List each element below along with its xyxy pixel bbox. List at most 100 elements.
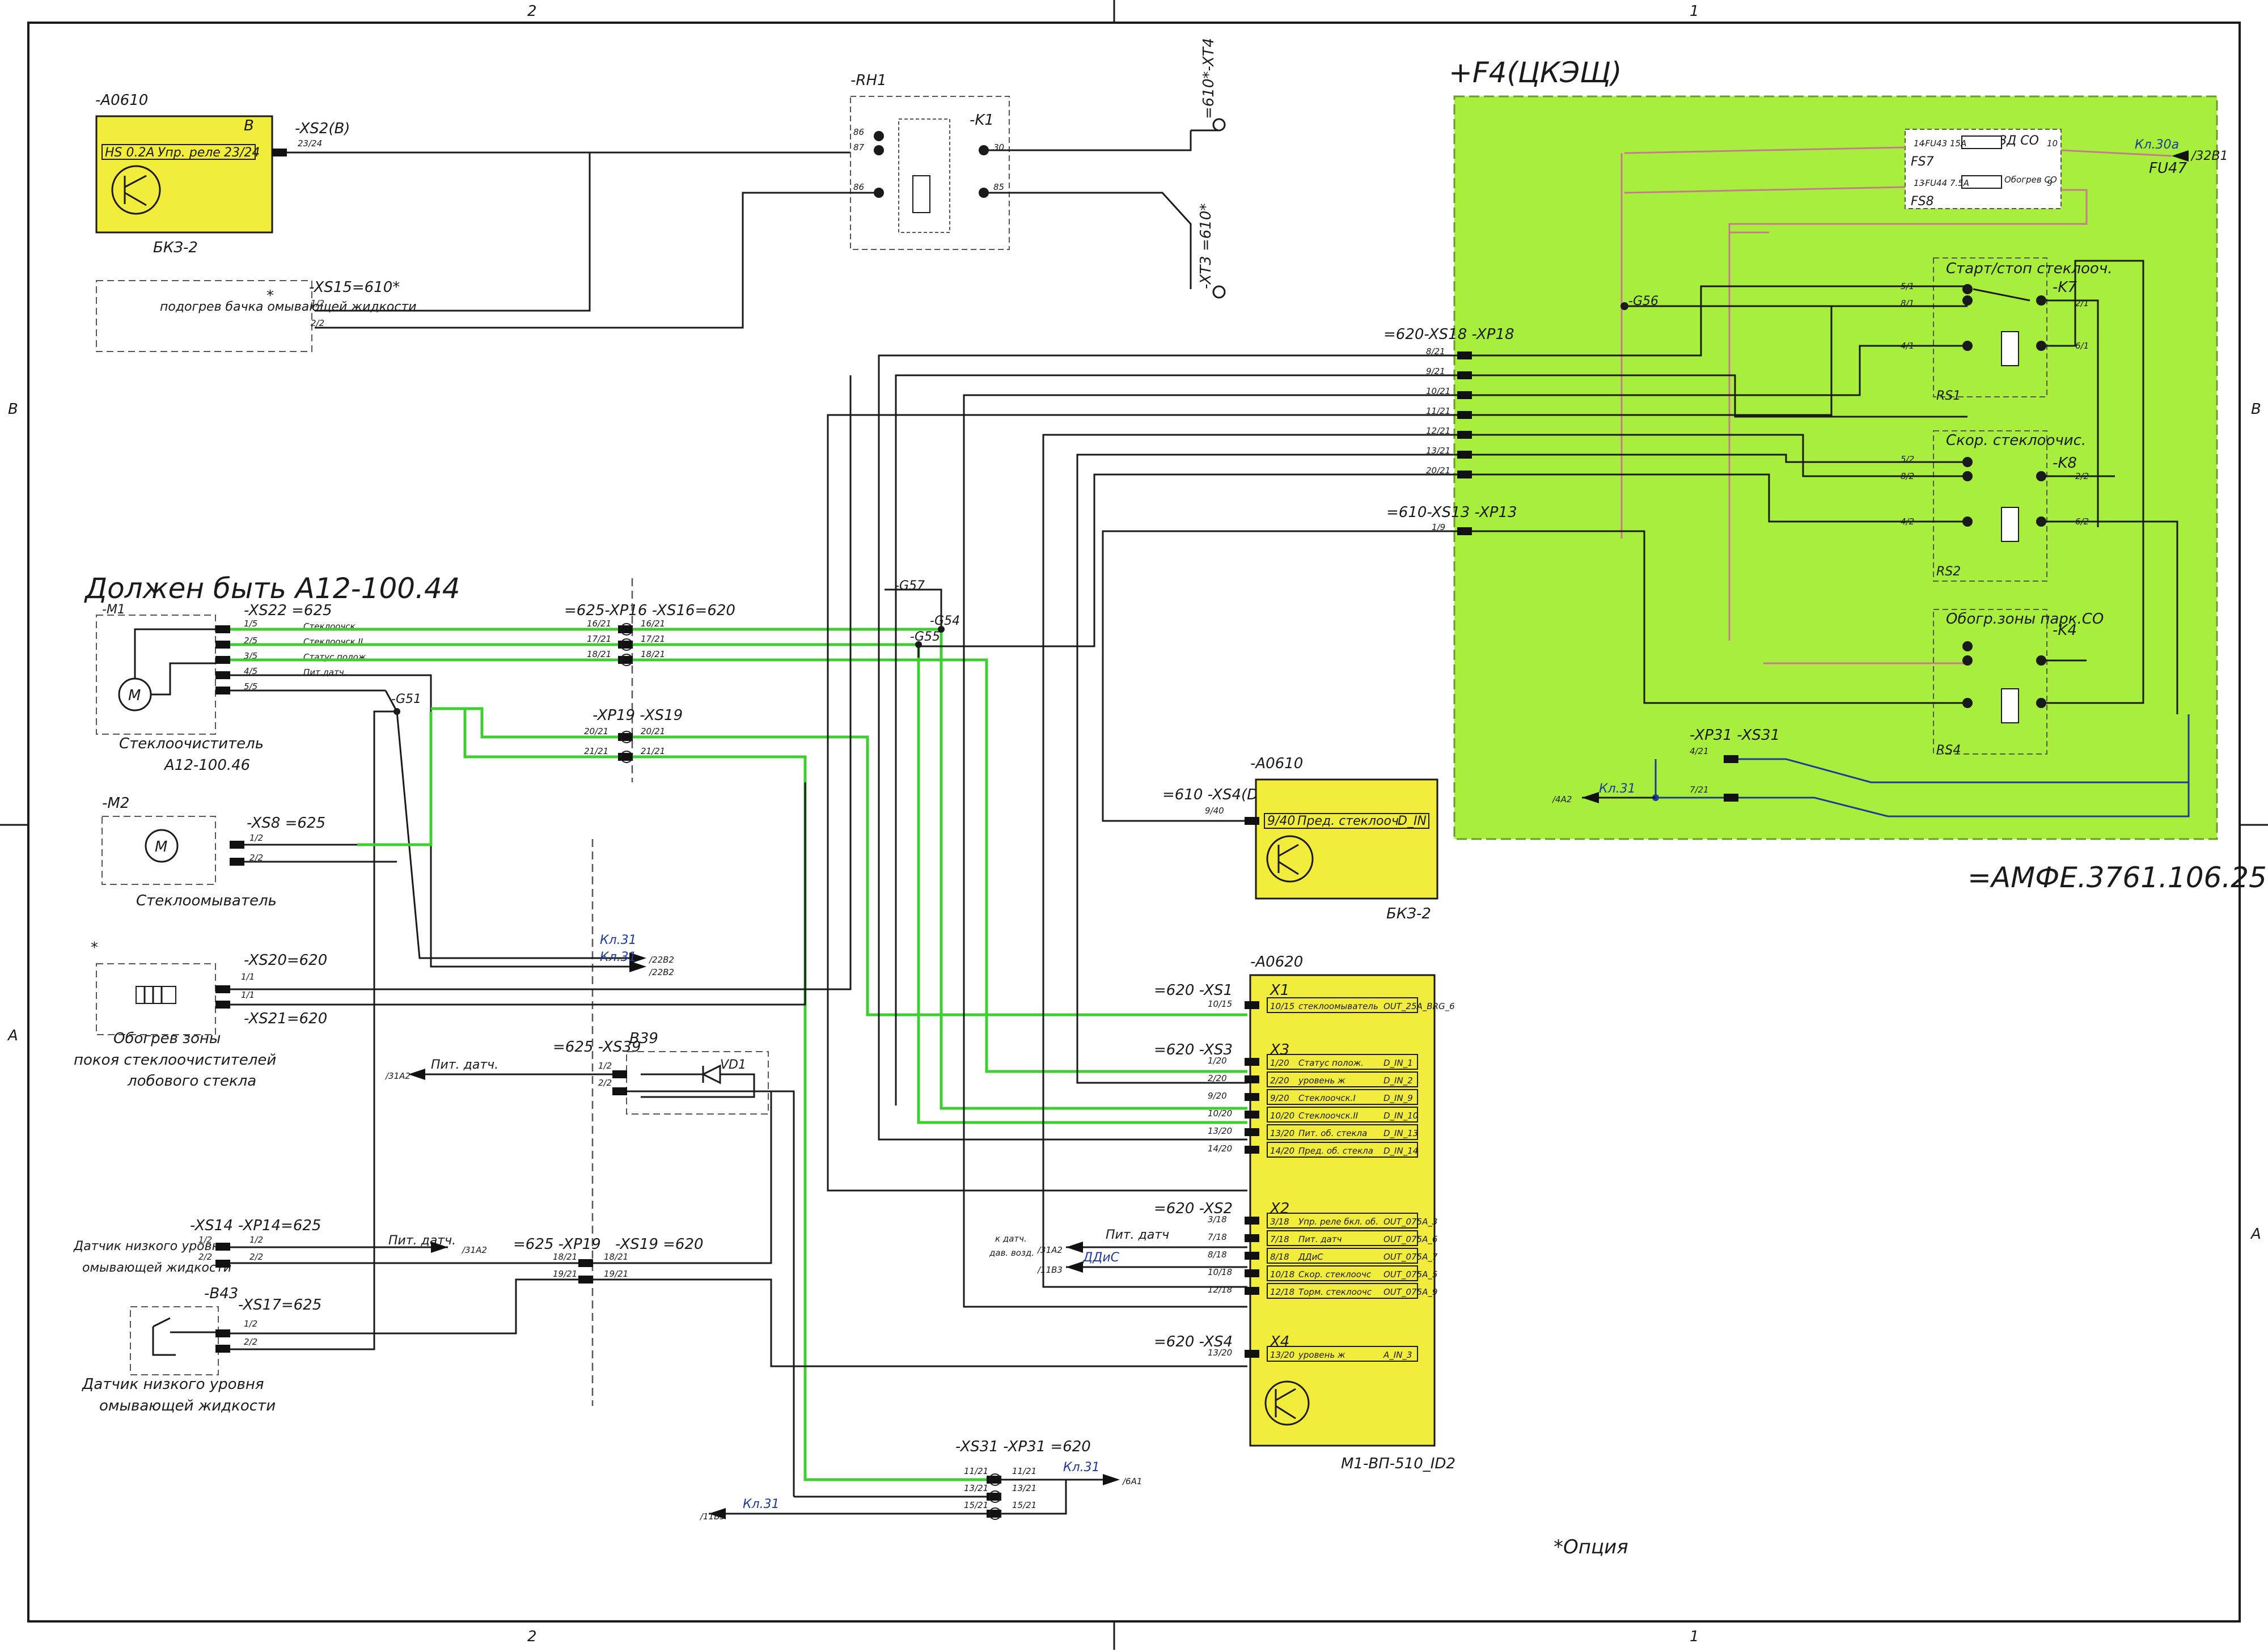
heater-pump-tank: подогрев бачка омывающей жидкости * -XS1… [96, 279, 417, 352]
xp18-pin-9: 9/21 [1426, 366, 1445, 376]
xs8-pin-1: 1/2 [249, 833, 263, 843]
a0610-mid-io: D_IN [1398, 814, 1427, 828]
xs39-pin-1: 1/2 [598, 1061, 612, 1071]
xt3-label: -XT3 =610* [1198, 204, 1215, 289]
m1-xs: -XS22 =625 [244, 602, 332, 619]
xp19b-pin-18: 18/21 [553, 1252, 577, 1262]
heater-zone-mark: * [91, 939, 98, 956]
a0620-row-conn-pin: 14/20 [1208, 1143, 1232, 1154]
x2-side-line2: дав. возд. [989, 1248, 1034, 1258]
a0620-x4-conn: =620 -XS4 [1154, 1333, 1233, 1350]
rh1-pin-87: 87 [853, 142, 865, 153]
xs22-pin-5: 5/5 [244, 681, 257, 692]
relay-k8-ref: -K8 [2053, 455, 2077, 472]
k1-ref: -K1 [970, 112, 994, 129]
level-xs19: -XS19 =620 [615, 1236, 704, 1253]
a0620-row-conn-pin: 1/20 [1208, 1056, 1227, 1066]
a0610-mid-ref: -A0610 [1250, 755, 1303, 772]
relay-rh1: -RH1 -K1 86 87 30 86 85 [850, 72, 1010, 250]
fs7-label: FS7 [1911, 155, 1934, 169]
relay-k7-ref: -K7 [2053, 279, 2077, 296]
a0620-row-pin [1245, 1269, 1259, 1277]
a0620-row-pin-label: 9/20 [1270, 1093, 1289, 1103]
a0620-row-func: Пит. датч [1298, 1234, 1342, 1244]
m2-washer: -M2 M Стеклоомыватель [101, 795, 277, 909]
heater-zone-name-3: лобового стекла [127, 1073, 256, 1090]
transistor-icon [1264, 1380, 1310, 1426]
a0620-row-pin [1245, 1111, 1259, 1119]
relay-k7: Старт/стоп стеклооч. -K7 RS1 [1933, 257, 2112, 403]
xs16-pin-16: 16/21 [641, 619, 665, 629]
a0620-row-pin [1245, 1128, 1259, 1136]
a0620-row-pin-label: 13/20 [1270, 1128, 1294, 1138]
a0620-row-func: Стеклоочск.I [1298, 1093, 1356, 1103]
fu43-label: -FU43 15A [1922, 138, 1966, 149]
xp16-pin-16: 16/21 [587, 619, 611, 629]
xs14-pin-1: 1/2 [198, 1235, 212, 1245]
a0620-x1-conn: =620 -XS1 [1154, 982, 1233, 999]
a0620-row-conn-pin: 9/20 [1208, 1091, 1227, 1101]
kl31-green: Кл.31 [1599, 782, 1636, 796]
a0620-row-func: Скор. стеклоочс [1298, 1269, 1372, 1280]
a0620-row-pin-label: 10/18 [1270, 1269, 1294, 1280]
a0620-ref: -A0620 [1250, 954, 1303, 971]
kl31-right: Кл.31 [1063, 1460, 1100, 1475]
xp19-label: -XP19 -XS19 [593, 707, 683, 724]
fu47-arrow [2172, 150, 2189, 162]
motor-icon [145, 829, 179, 863]
k7-pin-5: 6/1 [2075, 341, 2089, 351]
a0620-row-pin [1245, 1287, 1259, 1295]
a0610-mid-name: БКЗ-2 [1386, 905, 1431, 922]
heater-pump-name: подогрев бачка омывающей жидкости [160, 300, 417, 314]
heater-zone-xs2: -XS21=620 [244, 1010, 327, 1027]
level-signal: Пит. датч. [388, 1234, 456, 1248]
xp18-pin-13: 13/21 [1426, 446, 1450, 456]
xs19-pin-21: 21/21 [641, 746, 665, 756]
node-g55-label: -G55 [910, 630, 940, 644]
b39-signal: Пит. датч. [431, 1058, 498, 1072]
motor-letter: M [128, 687, 141, 704]
zone-label-top-1: 1 [1690, 3, 1699, 20]
xs14-pin-2: 2/2 [198, 1252, 212, 1262]
xp13-label: =610-XS13 -XP13 [1386, 504, 1517, 521]
a0620-row-pin [1245, 1217, 1259, 1225]
a0620-row-io: D_IN_9 [1383, 1093, 1413, 1104]
heater-zone: * Обогрев зоны покоя стеклоочистителей л… [74, 939, 276, 1090]
level-xs17: -XS17=625 [238, 1297, 321, 1314]
fuse-block: ЗД СО -FU43 15A -FU44 7.5A Обогрев СО FS… [1905, 129, 2062, 209]
motor-letter-m2: M [155, 838, 167, 855]
b39-ref: B39 [629, 1030, 658, 1047]
xp31-label: -XP31 -XS31 [1690, 727, 1780, 744]
kl31-left-ref: /11B3 [699, 1511, 725, 1522]
a0620-row-io: D_IN_14 [1383, 1146, 1418, 1157]
heater-pump-pin-1: 1/2 [311, 298, 324, 308]
xp18-pin-8: 8/21 [1426, 346, 1445, 357]
a0620-row-pin [1245, 1350, 1259, 1358]
xp16-pin-17: 17/21 [587, 634, 611, 644]
a0620-row-pin-label: 13/20 [1270, 1350, 1294, 1360]
a0620-row-pin-label: 12/18 [1270, 1287, 1294, 1297]
relay-k4-rs: RS4 [1936, 743, 1961, 757]
a0620-row-io: OUT_25A_BRG_6 [1383, 1001, 1455, 1012]
zone-label-right-b: B [2251, 401, 2261, 418]
node-g56 [1620, 302, 1628, 310]
a0620-row-pin [1245, 1001, 1259, 1009]
xp31-pin-13: 13/21 [1012, 1483, 1036, 1493]
xp16-pin-18: 18/21 [587, 649, 611, 659]
a0620-row-pin-label: 14/20 [1270, 1146, 1294, 1156]
xs17-pin-1: 1/2 [244, 1319, 257, 1329]
level-name2-1: Датчик низкого уровня [82, 1376, 264, 1393]
a0620-row-io: D_IN_1 [1383, 1058, 1413, 1069]
xs19b-pin-19: 19/21 [604, 1269, 628, 1279]
heater-zone-name-2: покоя стеклоочистителей [74, 1052, 276, 1069]
level-name2-2: омывающей жидкости [99, 1397, 276, 1414]
xs22-connector [215, 625, 230, 694]
m1-name-1: Стеклоочиститель [119, 735, 264, 752]
a0620-row-io: OUT_075A_9 [1383, 1287, 1437, 1298]
xp31-pin-a [1724, 755, 1738, 763]
xs31-pin-11: 11/21 [964, 1466, 988, 1476]
xs19-pin-20: 20/21 [641, 726, 665, 736]
a0610-top-letter: B [244, 117, 254, 134]
b39-ref-left: /31A2 [384, 1071, 411, 1081]
a0620-row-frame [1267, 1248, 1418, 1264]
